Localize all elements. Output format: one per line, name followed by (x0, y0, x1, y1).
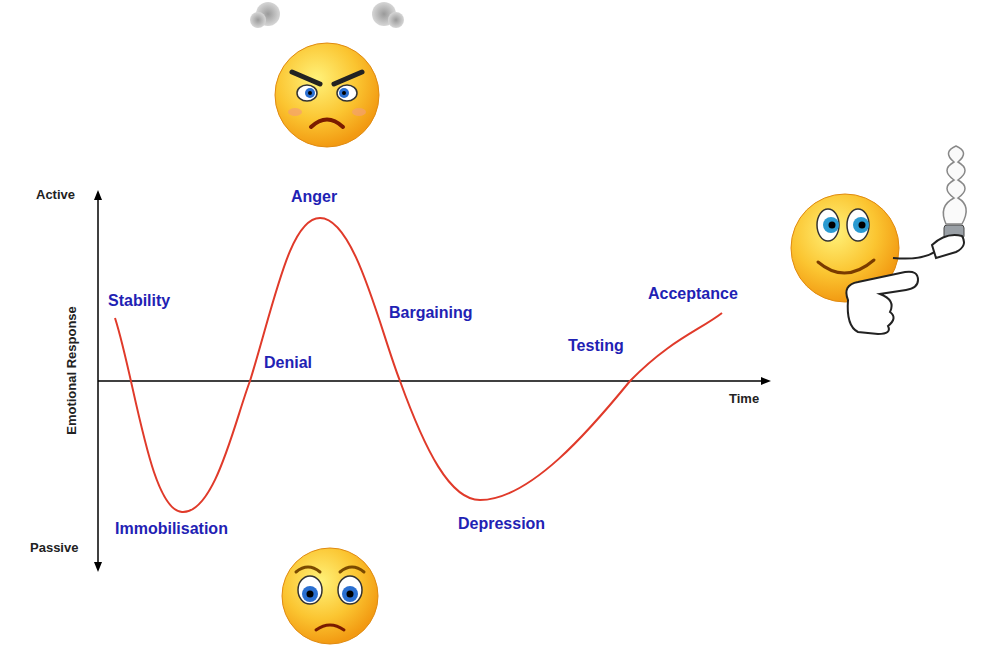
change-curve (115, 218, 722, 512)
axes (94, 190, 771, 572)
axis-arrowhead (94, 562, 102, 572)
smoke-puff (388, 12, 404, 28)
horizontal-axis (98, 380, 764, 382)
stage-label: Bargaining (389, 304, 473, 322)
sad-face (282, 548, 378, 644)
axis-arrowhead (761, 377, 771, 385)
lightbulb (943, 146, 966, 245)
stage-label: Stability (108, 292, 170, 310)
face (282, 548, 378, 644)
smile (818, 260, 874, 273)
stage-label: Depression (458, 515, 545, 533)
stage-label: Anger (291, 188, 337, 206)
axis-title: Emotional Response (65, 306, 80, 435)
axis-end-label: Active (36, 188, 75, 203)
mouth (311, 120, 343, 128)
face (275, 43, 379, 147)
holding-hand (932, 235, 964, 258)
pointing-hand (846, 272, 918, 334)
axis-title: Time (729, 392, 759, 407)
stage-label: Immobilisation (115, 520, 228, 538)
smoke-puff (250, 12, 266, 28)
axis-arrowhead (94, 190, 102, 200)
stage-label: Testing (568, 337, 624, 355)
mouth (316, 625, 344, 630)
axis-end-label: Passive (30, 541, 78, 556)
angry-face (250, 2, 404, 147)
stage-label: Acceptance (648, 285, 738, 303)
brow (334, 72, 362, 84)
brow (292, 72, 320, 84)
idea-face (791, 146, 966, 334)
stage-label: Denial (264, 354, 312, 372)
